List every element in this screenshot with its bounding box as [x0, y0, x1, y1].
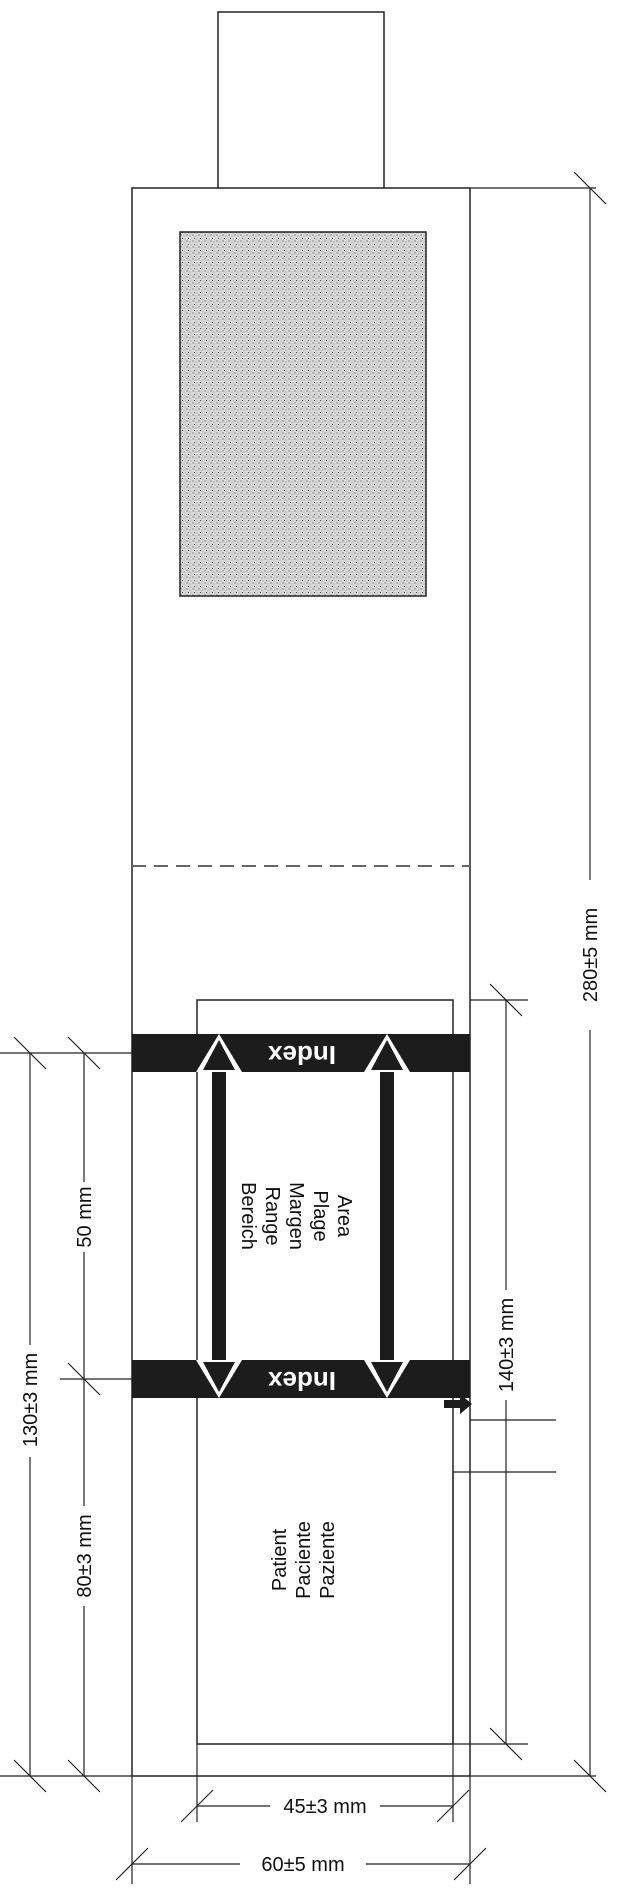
patient-label-it: Paziente [317, 1521, 339, 1599]
top-tab [217, 11, 385, 191]
range-label-it: Area [333, 1195, 355, 1238]
index-label-bottom: Index [268, 1366, 336, 1396]
speckled-pad [179, 231, 427, 597]
index-band-top [132, 1034, 470, 1072]
range-labels: Bereich Range Margen Plage Area [237, 1182, 355, 1250]
range-label-de: Bereich [237, 1182, 259, 1250]
index-label-top: Index [268, 1040, 336, 1070]
dim-pad-zone-label: 140±3 mm [496, 1298, 518, 1392]
dim-upper-segment-label: 130±3 mm [20, 1353, 42, 1447]
dim-lower-segment-label: 80±3 mm [74, 1514, 96, 1597]
patient-label-en: Patient [269, 1528, 291, 1591]
marker-arrow-icon [444, 1394, 472, 1414]
patient-labels: Patient Paciente Paziente [269, 1521, 339, 1599]
dim-range-length-label: 50 mm [74, 1186, 96, 1247]
range-label-es: Margen [285, 1182, 307, 1250]
patient-label-es: Paciente [293, 1521, 315, 1599]
dim-range-length [60, 1036, 132, 1396]
dim-outer-width-label: 60±5 mm [261, 1854, 344, 1876]
range-arrow-left [196, 1034, 242, 1398]
range-label-en: Range [261, 1187, 283, 1246]
range-label-fr: Plage [309, 1190, 331, 1241]
dim-inner-width-label: 45±3 mm [283, 1796, 366, 1818]
range-arrow-right [364, 1034, 410, 1398]
dim-total-length-label: 280±5 mm [580, 908, 602, 1002]
index-band-bottom [132, 1360, 470, 1398]
leader-line-2 [452, 1471, 556, 1744]
